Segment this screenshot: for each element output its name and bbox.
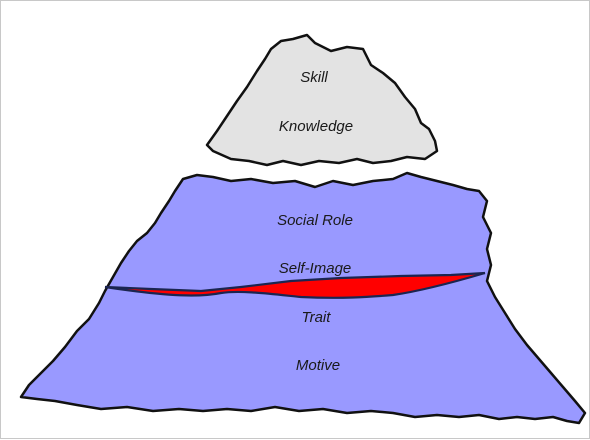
label-social-role: Social Role xyxy=(277,212,353,229)
label-trait: Trait xyxy=(302,309,332,326)
label-knowledge: Knowledge xyxy=(279,118,353,135)
waterline-lower-line xyxy=(104,271,486,299)
waterline-line xyxy=(104,271,486,293)
label-skill: Skill xyxy=(300,69,328,86)
label-self-image: Self-Image xyxy=(279,260,352,277)
label-motive: Motive xyxy=(296,357,340,374)
iceberg-tip-shape xyxy=(205,33,439,167)
